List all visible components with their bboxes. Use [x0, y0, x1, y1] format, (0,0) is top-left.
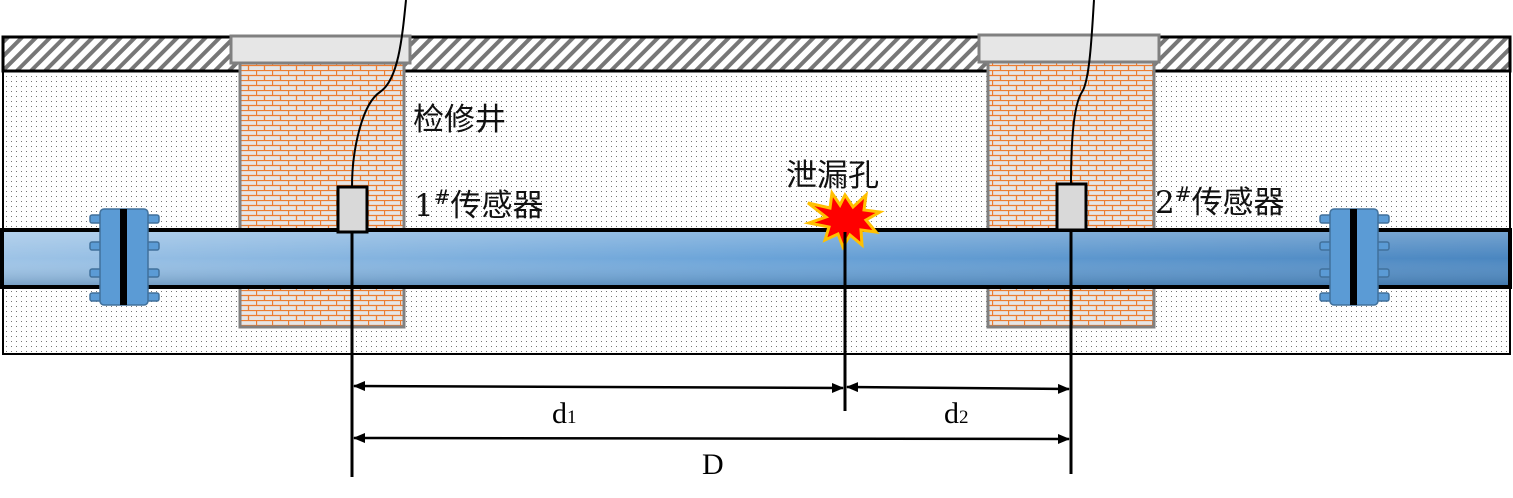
d1-label: d1	[552, 397, 577, 430]
d2-dimension-arrow	[846, 382, 1070, 394]
sensor-1	[336, 185, 369, 234]
d2-label: d2	[944, 397, 969, 430]
flange-right	[1319, 208, 1390, 306]
flange-left	[89, 208, 160, 306]
sensor-2-cable	[1070, 0, 1095, 185]
D-label: D	[702, 448, 724, 481]
sensor-2	[1055, 182, 1088, 232]
manhole-label: 检修井	[413, 102, 506, 138]
D-dimension-arrow	[353, 433, 1070, 444]
leak-label: 泄漏孔	[786, 158, 879, 194]
d1-dimension-arrow	[353, 381, 844, 393]
sensor-1-cable	[351, 0, 407, 188]
sensor-2-label: 2#传感器	[1155, 182, 1285, 221]
sensor-1-label: 1#传感器	[414, 185, 544, 224]
leak-burst-icon	[803, 188, 885, 251]
pipe	[0, 228, 1512, 289]
road-surface	[1, 35, 1512, 73]
